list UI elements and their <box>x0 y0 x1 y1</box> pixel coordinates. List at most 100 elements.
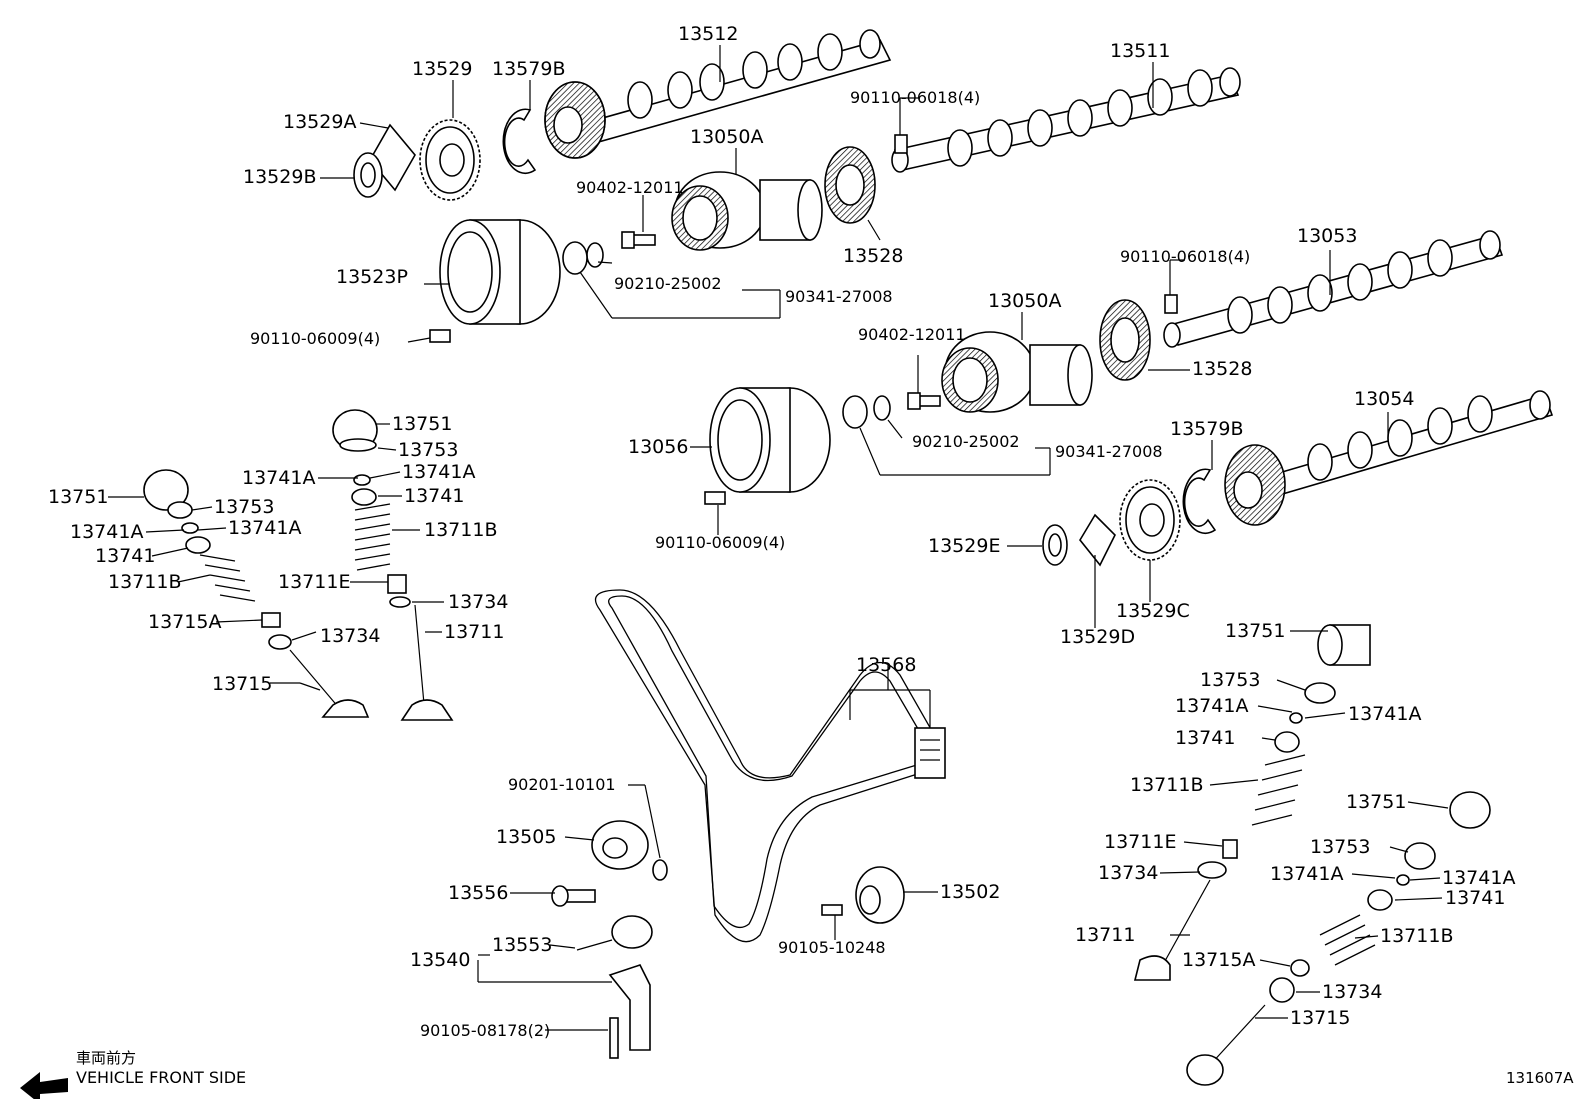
diagram-id: 131607A <box>1506 1069 1574 1087</box>
camshaft-13511 <box>891 67 1241 173</box>
label-13529[interactable]: 13529 <box>412 58 472 80</box>
label-13711E-r[interactable]: 13711E <box>1104 831 1176 853</box>
label-90341-27008[interactable]: 90341-27008 <box>785 287 893 306</box>
label-13711B[interactable]: 13711B <box>424 519 497 541</box>
label-13711B-r2[interactable]: 13711B <box>1380 925 1453 947</box>
label-13505[interactable]: 13505 <box>496 826 556 848</box>
label-13050A-b[interactable]: 13050A <box>988 290 1061 312</box>
label-13741-b[interactable]: 13741 <box>95 545 155 567</box>
label-13741A-3[interactable]: 13741A <box>70 521 143 543</box>
label-13715A-r[interactable]: 13715A <box>1182 949 1255 971</box>
cam-gear-13528-upper <box>824 146 876 224</box>
bolt-90402-12011-lower <box>907 392 941 410</box>
label-90402-12011[interactable]: 90402-12011 <box>576 178 684 197</box>
label-13741A-r[interactable]: 13741A <box>1175 695 1248 717</box>
label-13741A[interactable]: 13741A <box>242 467 315 489</box>
label-13054[interactable]: 13054 <box>1354 388 1414 410</box>
label-13511[interactable]: 13511 <box>1110 40 1170 62</box>
label-13751-b[interactable]: 13751 <box>48 486 108 508</box>
label-13529C[interactable]: 13529C <box>1116 600 1190 622</box>
label-13556[interactable]: 13556 <box>448 882 508 904</box>
label-13540[interactable]: 13540 <box>410 949 470 971</box>
valve-group-left <box>143 409 454 721</box>
label-13715A[interactable]: 13715A <box>148 611 221 633</box>
bolt-90110-06018-lower <box>1164 294 1178 314</box>
label-90210-25002-b[interactable]: 90210-25002 <box>912 432 1020 451</box>
label-90210-25002[interactable]: 90210-25002 <box>614 274 722 293</box>
label-90110-06018[interactable]: 90110-06018(4) <box>850 88 980 107</box>
label-90201-10101[interactable]: 90201-10101 <box>508 775 616 794</box>
snap-ring-13579B <box>502 108 537 175</box>
label-90402-12011-b[interactable]: 90402-12011 <box>858 325 966 344</box>
label-13734-b[interactable]: 13734 <box>320 625 380 647</box>
label-90110-06009[interactable]: 90110-06009(4) <box>250 329 380 348</box>
bolt-13556 <box>551 885 596 907</box>
label-13751-r2[interactable]: 13751 <box>1346 791 1406 813</box>
label-13528-b[interactable]: 13528 <box>1192 358 1252 380</box>
tensioner-13540 <box>576 915 653 1059</box>
label-13529A[interactable]: 13529A <box>283 111 356 133</box>
label-13734-r[interactable]: 13734 <box>1098 862 1158 884</box>
label-13741[interactable]: 13741 <box>404 485 464 507</box>
direction-en: VEHICLE FRONT SIDE <box>76 1068 246 1087</box>
vvt-unit-13050A-lower <box>941 331 1093 413</box>
label-13529D[interactable]: 13529D <box>1060 626 1135 648</box>
sprocket-13529C <box>1119 479 1181 561</box>
label-13751[interactable]: 13751 <box>392 413 452 435</box>
label-13753-b[interactable]: 13753 <box>214 496 274 518</box>
label-13568[interactable]: 13568 <box>856 654 916 676</box>
label-13715[interactable]: 13715 <box>212 673 272 695</box>
label-13741A-4[interactable]: 13741A <box>228 517 301 539</box>
label-13734[interactable]: 13734 <box>448 591 508 613</box>
label-13741A-r3[interactable]: 13741A <box>1270 863 1343 885</box>
washer-90210-25002-upper <box>562 241 604 275</box>
label-13523P[interactable]: 13523P <box>336 266 408 288</box>
label-90341-27008-b[interactable]: 90341-27008 <box>1055 442 1163 461</box>
label-13502[interactable]: 13502 <box>940 881 1000 903</box>
label-13753[interactable]: 13753 <box>398 439 458 461</box>
label-13741A-r2[interactable]: 13741A <box>1348 703 1421 725</box>
label-13529E[interactable]: 13529E <box>928 535 1000 557</box>
label-13711B-r[interactable]: 13711B <box>1130 774 1203 796</box>
belt-13568-icon <box>914 727 946 779</box>
vehicle-front-indicator: 車両前方 VEHICLE FRONT SIDE <box>20 1049 246 1099</box>
label-13751-r[interactable]: 13751 <box>1225 620 1285 642</box>
label-13715-r[interactable]: 13715 <box>1290 1007 1350 1029</box>
label-13711[interactable]: 13711 <box>444 621 504 643</box>
pulley-13523P <box>439 219 561 325</box>
washer-90210-25002-lower <box>842 395 891 429</box>
snap-ring-13579B-lower <box>1182 468 1217 535</box>
label-90110-06018-b[interactable]: 90110-06018(4) <box>1120 247 1250 266</box>
label-13711E[interactable]: 13711E <box>278 571 350 593</box>
label-13753-r[interactable]: 13753 <box>1200 669 1260 691</box>
idler-13502 <box>855 866 905 924</box>
label-13579B[interactable]: 13579B <box>492 58 565 80</box>
label-90105-10248[interactable]: 90105-10248 <box>778 938 886 957</box>
label-13056[interactable]: 13056 <box>628 436 688 458</box>
bolt-90105-10248 <box>821 904 843 916</box>
label-13734-r2[interactable]: 13734 <box>1322 981 1382 1003</box>
label-13741-r[interactable]: 13741 <box>1175 727 1235 749</box>
washer-13529B <box>353 152 383 198</box>
label-13529B[interactable]: 13529B <box>243 166 316 188</box>
label-90105-08178[interactable]: 90105-08178(2) <box>420 1021 550 1040</box>
direction-jp: 車両前方 <box>76 1049 136 1067</box>
label-13512[interactable]: 13512 <box>678 23 738 45</box>
label-13741A-r4[interactable]: 13741A <box>1442 867 1515 889</box>
label-13753-r2[interactable]: 13753 <box>1310 836 1370 858</box>
label-13528[interactable]: 13528 <box>843 245 903 267</box>
label-13579B-b[interactable]: 13579B <box>1170 418 1243 440</box>
label-90110-06009-b[interactable]: 90110-06009(4) <box>655 533 785 552</box>
label-13053[interactable]: 13053 <box>1297 225 1357 247</box>
pulley-13056 <box>709 387 831 493</box>
cam-gear-13528-lower <box>1099 299 1151 381</box>
bolt-90110-06018-upper <box>894 134 908 154</box>
bolt-90110-06009-upper <box>429 329 451 343</box>
label-13711B-b[interactable]: 13711B <box>108 571 181 593</box>
label-13741-r2[interactable]: 13741 <box>1445 887 1505 909</box>
label-13711-r[interactable]: 13711 <box>1075 924 1135 946</box>
label-13050A[interactable]: 13050A <box>690 126 763 148</box>
label-13553[interactable]: 13553 <box>492 934 552 956</box>
part-labels: 13512 13511 13529 13579B 13529A 13529B 1… <box>48 23 1515 1040</box>
label-13741A-2[interactable]: 13741A <box>402 461 475 483</box>
